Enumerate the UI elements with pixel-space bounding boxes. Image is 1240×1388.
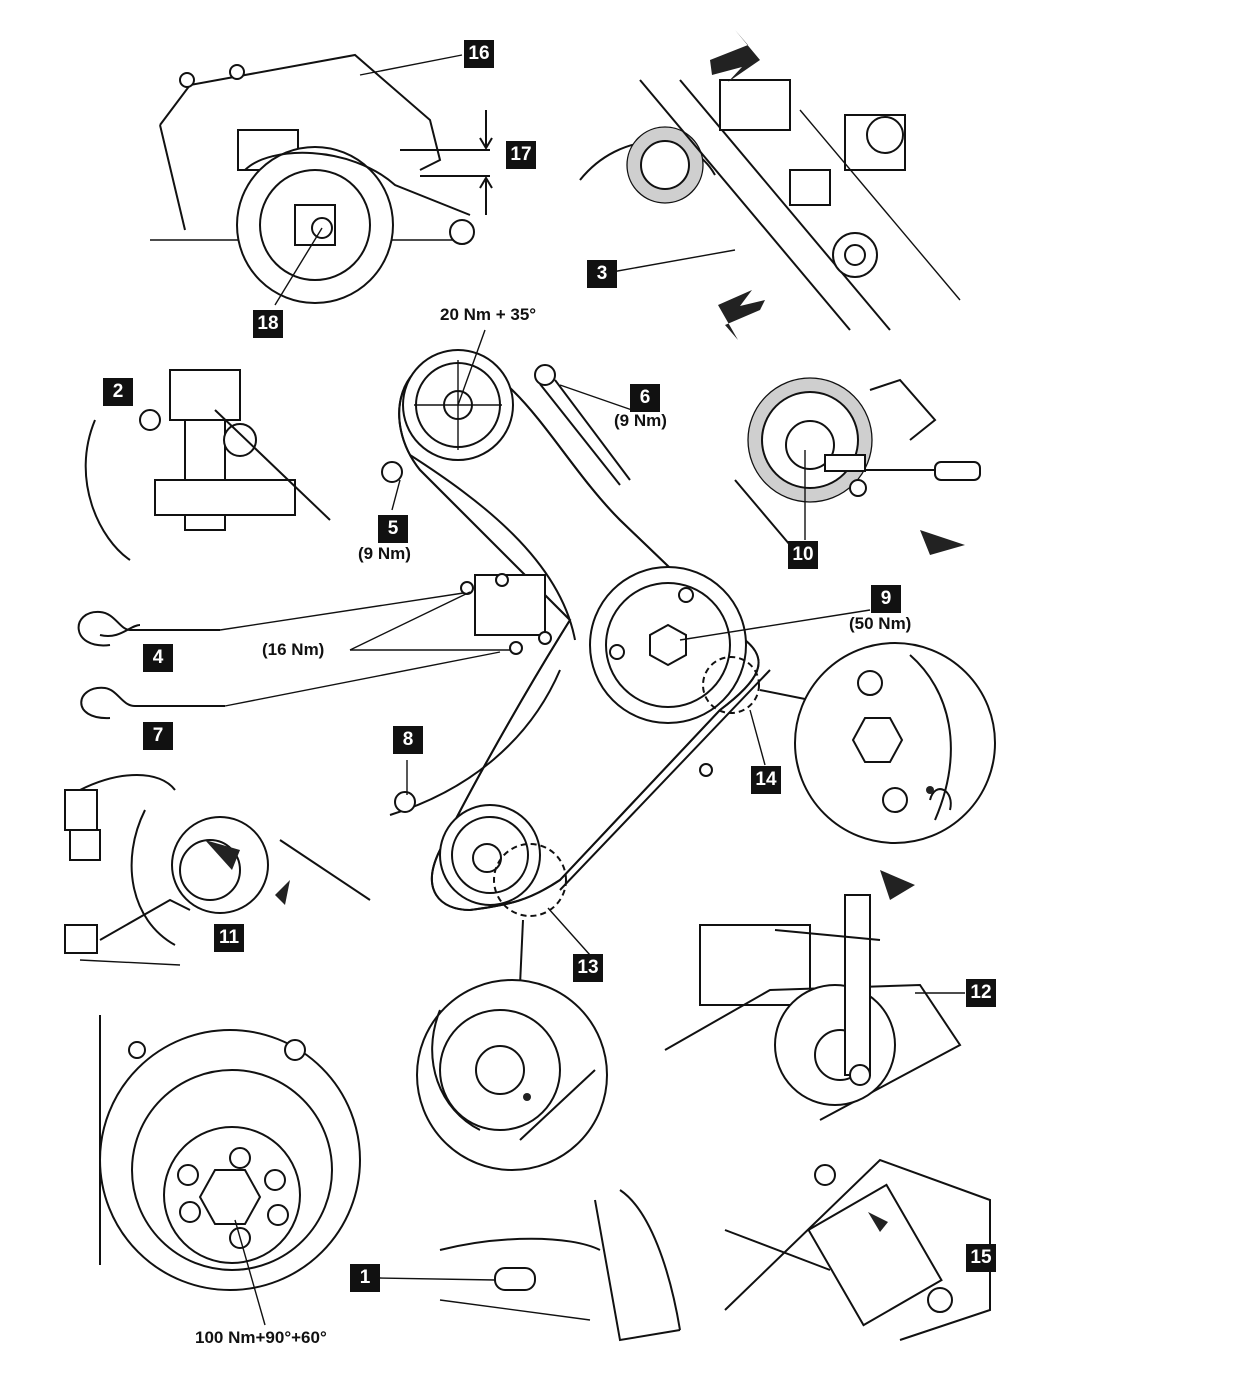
callout-7: 7 — [143, 722, 173, 750]
panel-chain-tensioner — [724, 1158, 991, 1341]
callout-6: 6 — [630, 384, 660, 412]
callout-12: 12 — [966, 979, 996, 1007]
callout-3: 3 — [587, 260, 617, 288]
panel-tensioner-tool — [579, 30, 961, 340]
torque-crank-pulley: 100 Nm+90°+60° — [195, 1328, 327, 1347]
torque-camshaft: 20 Nm + 35° — [440, 305, 537, 324]
detail-14 — [794, 642, 996, 844]
torque-item-6: (9 Nm) — [614, 411, 667, 430]
torque-item-9: (50 Nm) — [849, 614, 912, 633]
hook-tools — [77, 591, 501, 720]
chain-drive — [349, 329, 871, 986]
callout-16: 16 — [464, 40, 494, 68]
callout-10: 10 — [788, 541, 818, 569]
callout-5: 5 — [378, 515, 408, 543]
panel-flywheel-pin — [379, 1189, 681, 1342]
torque-item-5: (9 Nm) — [358, 544, 411, 563]
panel-intermediate-tool — [664, 870, 965, 1121]
detail-13 — [416, 979, 608, 1171]
panel-crank-pulley — [99, 1015, 361, 1326]
panel-cam-sprocket — [150, 53, 493, 306]
callout-11: 11 — [214, 924, 244, 952]
callout-14: 14 — [751, 766, 781, 794]
callout-8: 8 — [393, 726, 423, 754]
panel-pin-tool — [84, 369, 331, 561]
callout-1: 1 — [350, 1264, 380, 1292]
panel-crank-lock — [64, 774, 371, 966]
panel-sprocket-bolt — [734, 377, 981, 555]
callout-4: 4 — [143, 644, 173, 672]
callout-13: 13 — [573, 954, 603, 982]
callout-15: 15 — [966, 1244, 996, 1272]
callout-2: 2 — [103, 378, 133, 406]
callout-9: 9 — [871, 585, 901, 613]
torque-guides: (16 Nm) — [262, 640, 325, 659]
callout-18: 18 — [253, 310, 283, 338]
callout-17: 17 — [506, 141, 536, 169]
